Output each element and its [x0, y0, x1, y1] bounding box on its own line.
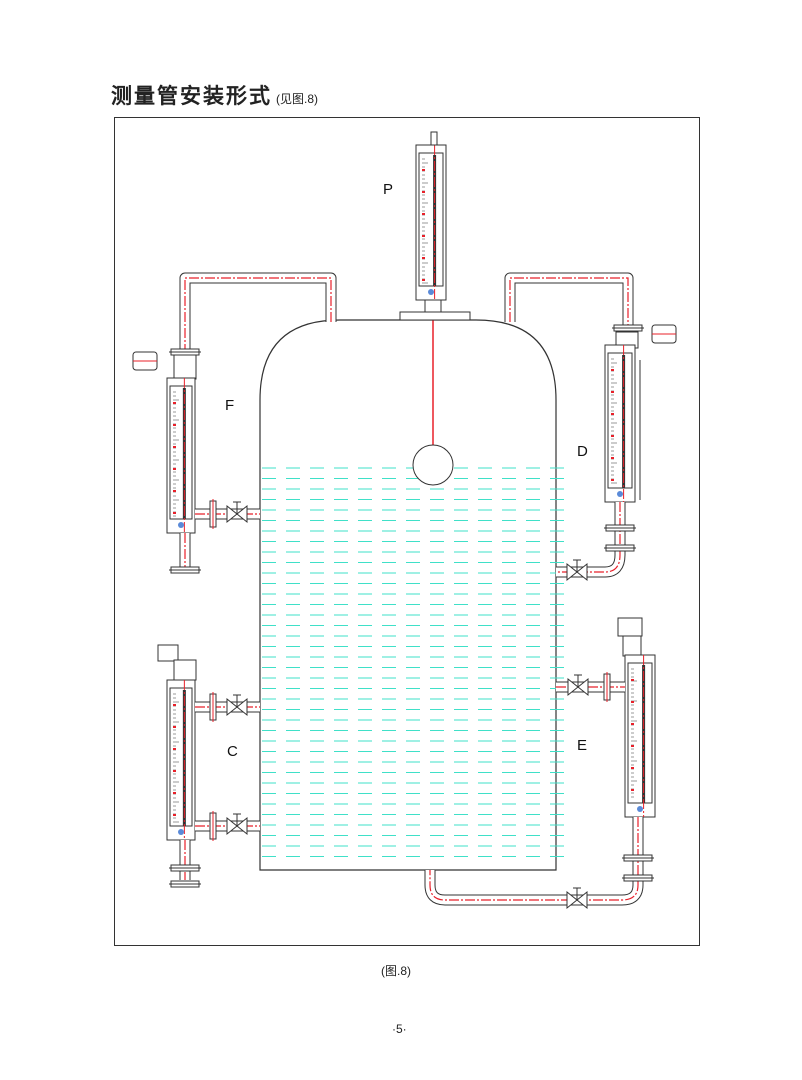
c-gauge-window	[169, 687, 193, 827]
c-gauge-logo	[178, 829, 184, 835]
c-top-cap	[173, 659, 197, 681]
p-gauge-scale-mark	[422, 257, 425, 259]
figure-reference: (见图.8)	[276, 92, 319, 106]
d-gauge-scale-mark	[611, 413, 614, 415]
d-lower-pipe-centerline	[556, 502, 621, 573]
page-number: ·5·	[392, 1022, 407, 1036]
p-gauge-scale-mark	[422, 169, 425, 171]
label-e: E	[577, 737, 588, 754]
label-f: F	[225, 397, 235, 414]
label-c: C	[227, 743, 238, 760]
e-gauge-scale-mark	[631, 767, 634, 769]
d-gauge-scale-mark	[611, 369, 614, 371]
f-gauge-scale-mark	[173, 402, 176, 404]
d-gauge-window	[607, 352, 633, 489]
c-gauge-scale-mark	[173, 770, 176, 772]
d-lower-pipe	[556, 502, 626, 578]
e-lower-pipe-centerline	[429, 817, 639, 901]
d-gauge-scale-mark	[611, 457, 614, 459]
tank	[259, 319, 557, 871]
p-gauge-scale-mark	[422, 235, 425, 237]
d-gauge-scale-mark	[611, 391, 614, 393]
p-flange	[399, 311, 471, 321]
p-gauge-logo	[428, 289, 434, 295]
d-upper-pipe	[504, 272, 634, 325]
e-gauge-scale-mark	[631, 745, 634, 747]
f-top-cap	[173, 354, 197, 380]
e-gauge-scale-mark	[631, 679, 634, 681]
p-gauge-scale-mark	[422, 279, 425, 281]
f-gauge-window	[169, 385, 193, 520]
c-gauge-scale-mark	[173, 792, 176, 794]
f-upper-pipe-centerline	[184, 277, 332, 350]
p-neck	[424, 299, 442, 313]
p-gauge-scale-mark	[422, 191, 425, 193]
f-gauge-scale-mark	[173, 424, 176, 426]
e-gauge-scale-mark	[631, 789, 634, 791]
page-title: 测量管安装形式 (见图.8)	[111, 80, 318, 110]
e-top-cap	[622, 635, 642, 657]
label-d: D	[577, 443, 588, 460]
p-gauge-scale-mark	[422, 213, 425, 215]
title-text: 测量管安装形式	[111, 85, 272, 108]
figure-caption: (图.8)	[381, 964, 412, 978]
d-gauge-scale-mark	[611, 479, 614, 481]
f-gauge-logo	[178, 522, 184, 528]
e-switch-box	[617, 617, 643, 637]
d-gauge-logo	[617, 491, 623, 497]
e-gauge-scale-mark	[631, 723, 634, 725]
e-gauge-scale-mark	[631, 701, 634, 703]
d-gauge-scale-mark	[611, 435, 614, 437]
p-gauge-window	[418, 152, 444, 287]
d-upper-pipe-inner	[505, 273, 633, 325]
e-gauge-logo	[637, 806, 643, 812]
c-gauge-scale-mark	[173, 814, 176, 816]
f-gauge-scale-mark	[173, 446, 176, 448]
f-gauge-scale-mark	[173, 490, 176, 492]
p-cap	[430, 131, 438, 146]
c-gauge-scale-mark	[173, 726, 176, 728]
d-lower-pipe-inner	[556, 502, 625, 577]
c-gauge-scale-mark	[173, 704, 176, 706]
label-p: P	[383, 181, 394, 198]
figure-frame	[114, 117, 700, 946]
f-gauge-scale-mark	[173, 468, 176, 470]
float-ball	[412, 444, 454, 486]
c-gauge-scale-mark	[173, 748, 176, 750]
f-gauge-scale-mark	[173, 512, 176, 514]
d-upper-pipe-centerline	[509, 277, 629, 325]
c-switch-box	[157, 644, 179, 662]
